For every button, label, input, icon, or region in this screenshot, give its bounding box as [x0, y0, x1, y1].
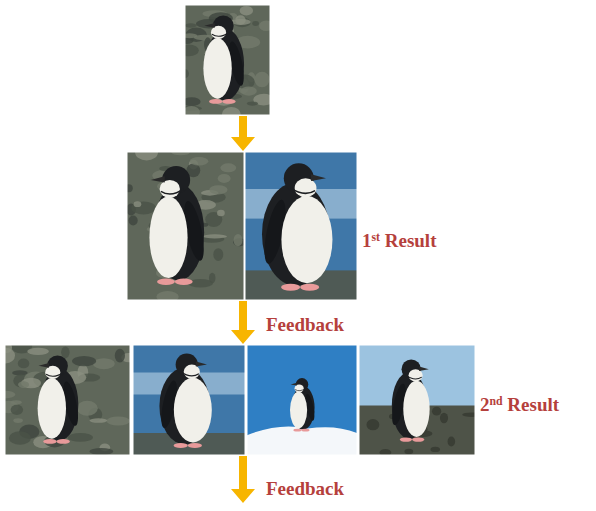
photo-frame [185, 5, 270, 115]
photo-frame [5, 345, 130, 455]
penguin-photo [127, 152, 244, 300]
photo-frame [245, 152, 357, 300]
flow-arrow [231, 456, 255, 503]
penguin-photo [247, 345, 357, 455]
flow-arrow [231, 301, 255, 344]
flow-arrow [231, 116, 255, 151]
photo-frame [359, 345, 475, 455]
photo-frame [127, 152, 244, 300]
penguin-photo [133, 345, 245, 455]
penguin-photo [185, 5, 270, 115]
penguin-photo [359, 345, 475, 455]
penguin-photo [245, 152, 357, 300]
result-label: 2nd Result [480, 394, 559, 417]
feedback-label: Feedback [266, 314, 344, 337]
result-label: 1st Result [362, 230, 436, 253]
photo-frame [247, 345, 357, 455]
feedback-label: Feedback [266, 478, 344, 501]
penguin-photo [5, 345, 130, 455]
photo-frame [133, 345, 245, 455]
